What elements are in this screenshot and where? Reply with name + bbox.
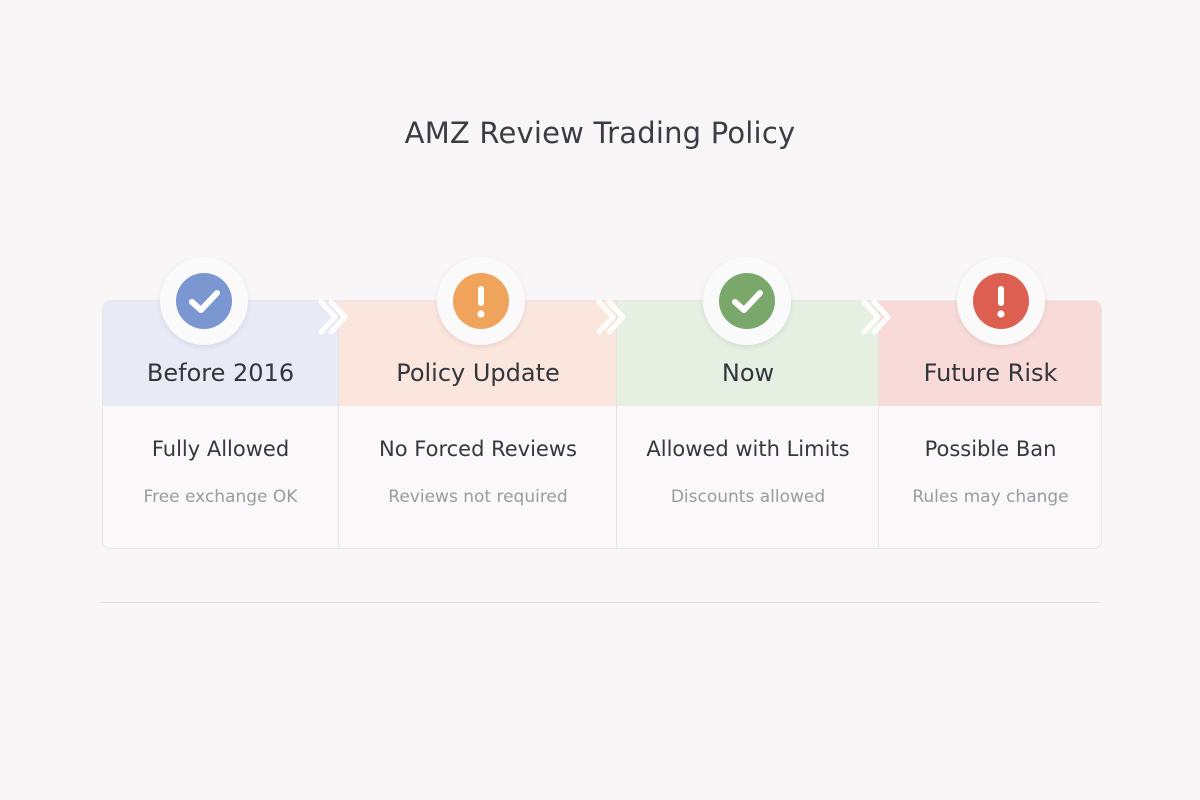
- stage-status-title: Fully Allowed: [151, 437, 290, 461]
- stage-header-label: Now: [721, 359, 775, 387]
- stage-note: Rules may change: [912, 487, 1069, 507]
- chevron-right-icon: [861, 299, 891, 335]
- stage-note: Discounts allowed: [670, 487, 826, 507]
- chevron-right-icon: [596, 299, 626, 335]
- stage-status-title: No Forced Reviews: [379, 437, 577, 461]
- stage-future-risk: Future Risk Possible Ban Rules may chang…: [878, 301, 1101, 548]
- stage-note: Reviews not required: [388, 487, 568, 507]
- stage-header-label: Future Risk: [923, 359, 1058, 387]
- divider: [100, 602, 1100, 603]
- stage-header-label: Before 2016: [146, 359, 295, 387]
- chevron-right-icon: [318, 299, 348, 335]
- check-icon: [703, 257, 791, 345]
- stage-header-label: Policy Update: [396, 359, 560, 387]
- exclamation-icon: [437, 257, 525, 345]
- page-title: AMZ Review Trading Policy: [404, 116, 796, 150]
- stage-status-title: Allowed with Limits: [646, 437, 850, 461]
- check-icon: [160, 257, 248, 345]
- stage-note: Free exchange OK: [143, 487, 298, 507]
- stage-status-title: Possible Ban: [924, 437, 1057, 461]
- exclamation-icon: [957, 257, 1045, 345]
- policy-timeline: Before 2016 Fully Allowed Free exchange …: [102, 300, 1102, 549]
